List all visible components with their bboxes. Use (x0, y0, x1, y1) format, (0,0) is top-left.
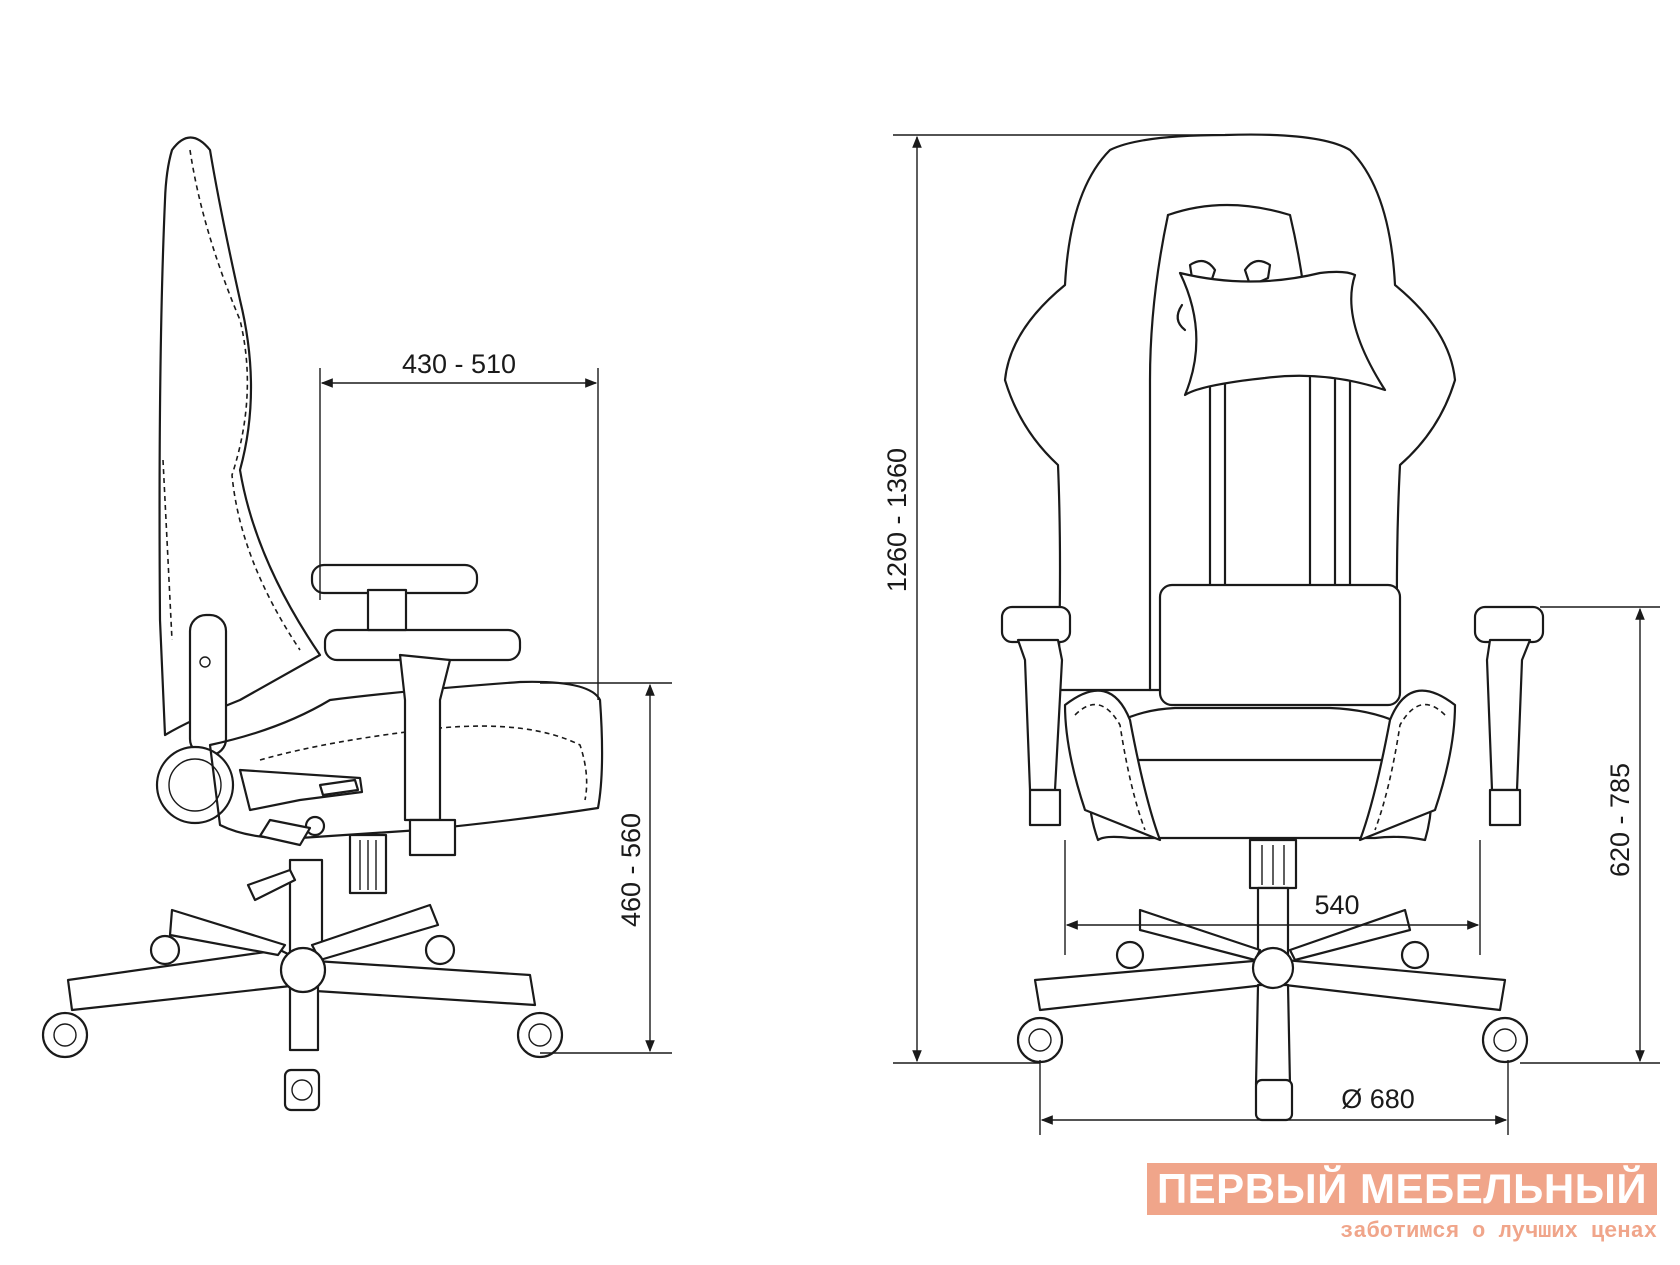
side-armrest-upper (310, 563, 479, 595)
base-diameter-dimension: Ø 680 (1039, 1060, 1509, 1135)
front-view-chair (1000, 133, 1545, 1122)
side-view-chair (41, 136, 604, 1112)
armrest-height-dimension: 620 - 785 (1520, 606, 1660, 1064)
brand-name: ПЕРВЫЙ МЕБЕЛЬНЫЙ (1146, 1163, 1657, 1215)
side-base (41, 903, 564, 1112)
front-armrest-right (1473, 605, 1545, 644)
seat-width-label: 540 (1314, 890, 1359, 920)
armrest-height-label: 620 - 785 (1605, 763, 1635, 877)
total-height-label: 1260 - 1360 (882, 448, 912, 592)
seat-height-dimension: 460 - 560 (540, 682, 672, 1054)
side-backrest-stitch (189, 149, 301, 651)
brand-watermark: ПЕРВЫЙ МЕБЕЛЬНЫЙ заботимся о лучших цена… (1146, 1163, 1665, 1253)
head-pillow (1178, 270, 1387, 397)
front-armrest-left (1000, 605, 1072, 644)
total-height-dimension: 1260 - 1360 (882, 134, 1230, 1064)
seat-height-label: 460 - 560 (616, 813, 646, 927)
brand-slogan: заботимся о лучших ценах (1340, 1219, 1657, 1244)
seat-width-dimension: 540 (1064, 840, 1481, 955)
seat-depth-dimension: 430 - 510 (319, 349, 599, 700)
side-backrest (158, 136, 322, 737)
lumbar-pillow (1158, 583, 1402, 707)
front-seat (1087, 706, 1433, 842)
seat-depth-label: 430 - 510 (402, 349, 516, 379)
base-diameter-label: Ø 680 (1341, 1084, 1415, 1114)
